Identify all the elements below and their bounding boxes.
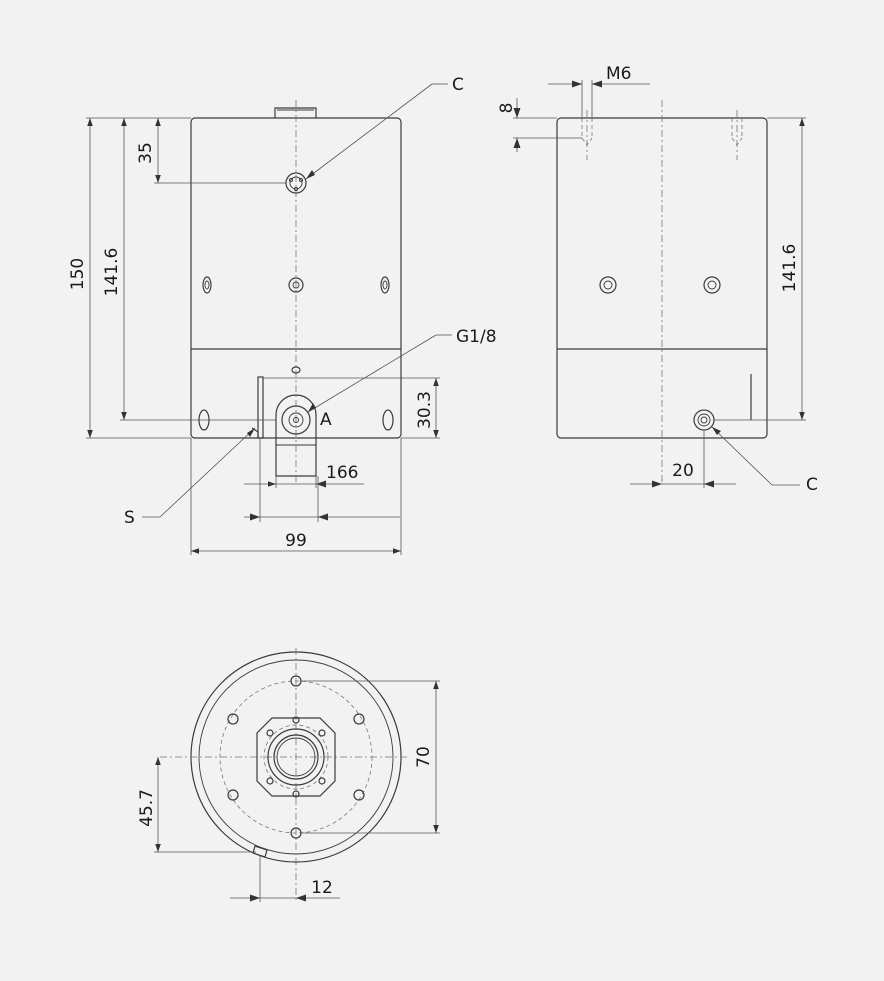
- front-label-c: C: [452, 75, 464, 95]
- front-dim-141-6: 141.6: [102, 248, 122, 297]
- side-dim-20: 20: [672, 461, 694, 481]
- bottom-dim-70: 70: [414, 746, 434, 768]
- front-dim-150: 150: [68, 258, 88, 290]
- side-threads-m6: [581, 110, 743, 160]
- front-dim-166: 166: [326, 463, 358, 483]
- front-dim-30-3: 30.3: [415, 391, 435, 429]
- bottom-dim-45-7: 45.7: [137, 789, 157, 827]
- bottom-dim-12: 12: [311, 878, 333, 898]
- side-dim-141-6: 141.6: [780, 244, 800, 293]
- front-label-s: S: [124, 508, 135, 528]
- front-view: 150 141.6 35 C G1/8 A 30.3 S: [68, 75, 497, 555]
- side-label-c: C: [806, 475, 818, 495]
- front-label-g1-8: G1/8: [456, 327, 497, 347]
- front-fitting-a: [275, 394, 317, 438]
- front-label-a: A: [320, 410, 332, 430]
- bottom-view: 70 45.7 12: [137, 648, 440, 902]
- front-dim-35: 35: [136, 142, 156, 164]
- side-dim-8: 8: [497, 103, 517, 114]
- front-dim-99: 99: [285, 531, 307, 551]
- front-holes: [198, 276, 394, 431]
- side-view: M6 8 141.6 20 C: [497, 64, 818, 495]
- side-label-m6: M6: [606, 64, 631, 84]
